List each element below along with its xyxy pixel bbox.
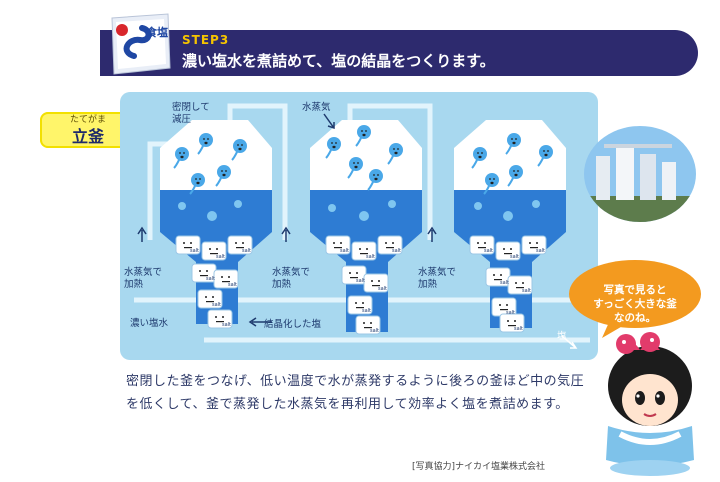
water-bubble [328,204,336,212]
package-label: 食塩 [146,25,168,39]
header-banner [100,30,698,76]
salt-crystal-label: salt [378,286,387,292]
label-salt: 塩 [557,331,567,342]
salt-crystal-label: salt [242,248,251,254]
arrow-up-icon [137,226,147,242]
salt-crystal-label: salt [536,248,545,254]
evaporator-diagram: salt salt salt salt salt salt salt salt salt salt… [120,92,598,360]
water-bubble [207,211,217,221]
water-bubble [503,211,513,221]
water-bubble [532,200,540,208]
description-text: 密閉した釜をつなげ、低い温度で水が蒸発するように後ろの釜ほど中の気圧を低くして、… [126,374,585,412]
salt-crystal-label: salt [228,282,237,288]
arrow-up-icon [281,226,291,242]
steam-pipe-2 [227,103,288,240]
label-heat-1b: 加熱 [124,279,144,290]
arrow-out-icon [561,335,578,349]
salt-crystal-label: salt [366,254,375,260]
bubble-line-1: 写真で見ると [603,284,667,296]
salt-package-icon: 食塩 [111,13,171,75]
salt-crystal-label: salt [370,328,379,334]
label-heat-3a: 水蒸気で [418,267,457,278]
salt-crystal-label: salt [510,254,519,260]
salt-crystal-label: salt [356,278,365,284]
salt-crystal-label: salt [206,276,215,282]
salt-crystal-label: salt [392,248,401,254]
label-depressurized: 減圧 [172,114,192,125]
arrow-up-icon [427,226,437,242]
arrow-vapor-icon [323,113,335,130]
salt-crystal-label: salt [216,254,225,260]
water-bubble [178,202,186,210]
salt-crystal-label: salt [212,302,221,308]
water-bubble [234,200,242,208]
arrow-left-icon [248,317,272,327]
label-heat-3b: 加熱 [418,279,438,290]
page-title: 濃い塩水を煮詰めて、塩の結晶をつくります。 [182,52,495,70]
salt-crystal-label: salt [362,308,371,314]
label-sealed: 密閉して [172,102,210,113]
label-heat-2b: 加熱 [272,279,292,290]
factory-photo [584,126,696,222]
label-heat-1a: 水蒸気で [124,267,163,278]
speech-bubble [569,260,701,338]
tank-2 [310,120,422,332]
label-vapor: 水蒸気 [302,102,331,113]
water-bubble [388,200,396,208]
photo-credit: [写真協力]ナイカイ塩業株式会社 [412,462,546,472]
salt-crystal-label: salt [484,248,493,254]
water-bubble [359,211,369,221]
tag-title: 立釜 [71,127,104,146]
salt-crystal-label: salt [506,310,515,316]
steam-pipe-3 [347,103,433,240]
salt-crystal-label: salt [340,248,349,254]
label-crystal: 結晶化した塩 [264,319,322,330]
salt-crystal-label: salt [500,280,509,286]
bubble-line-3: なのね。 [614,312,656,324]
mascot-character [606,332,694,476]
tag-ruby: たてがま [69,115,106,125]
salt-crystal-label: salt [190,248,199,254]
step-label: STEP3 [182,33,230,47]
salt-crystal-label: salt [222,322,231,328]
water-bubble [474,202,482,210]
bubble-line-2: すっごく大きな釜 [593,298,677,310]
salt-crystal-label: salt [514,326,523,332]
label-brine: 濃い塩水 [130,318,169,329]
salt-crystal-label: salt [522,288,531,294]
label-heat-2a: 水蒸気で [272,267,311,278]
